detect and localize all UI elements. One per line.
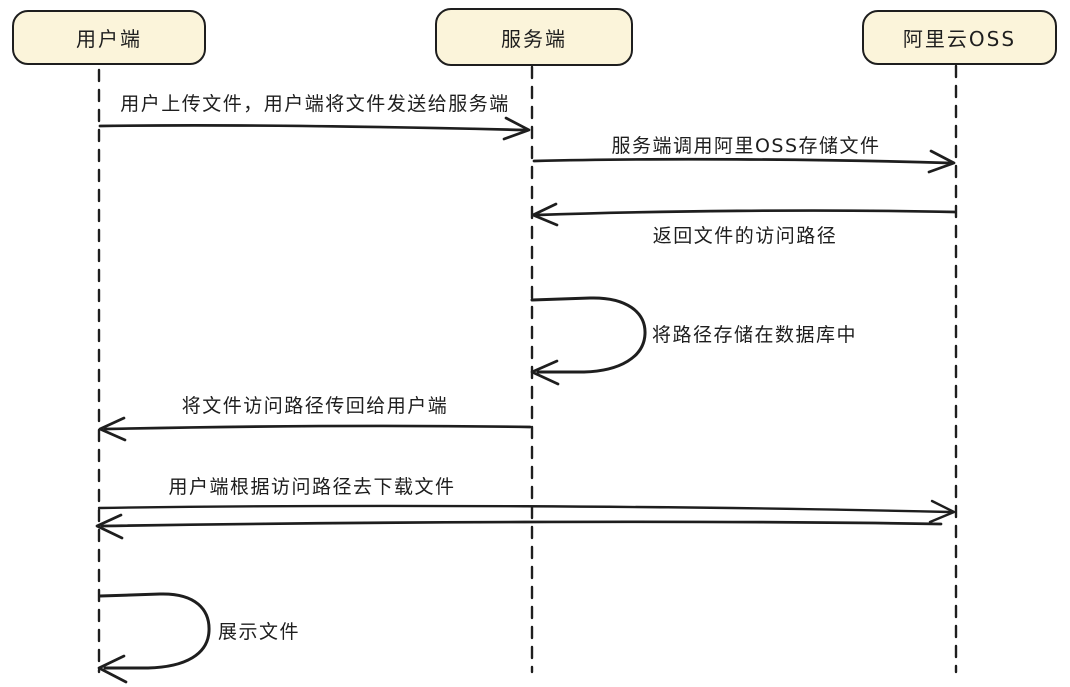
actor-label-client: 用户端 [76, 27, 142, 51]
actor-label-oss: 阿里云OSS [902, 27, 1017, 51]
msg1-arrowhead [502, 116, 531, 141]
actor-label-server: 服务端 [501, 26, 567, 51]
msg5-label: 将文件访问路径传回给用户端 [181, 395, 449, 417]
msg2-arrow-server-to-oss [532, 149, 956, 174]
msg4-label: 将路径存储在数据库中 [652, 324, 858, 346]
actor-box-client: 用户端 [12, 10, 206, 65]
msg2-arrowhead [927, 149, 956, 174]
msg7-label: 展示文件 [218, 621, 301, 643]
msg7-client-self-loop [97, 592, 211, 684]
msg6-response-arrowhead [95, 513, 124, 540]
msg4-server-self-loop [530, 296, 647, 386]
msg6-request-arrowhead [928, 499, 956, 524]
msg2-label: 服务端调用阿里OSS存储文件 [611, 135, 881, 157]
msg1-label: 用户上传文件，用户端将文件发送给服务端 [120, 93, 510, 115]
msg3-label: 返回文件的访问路径 [652, 225, 838, 247]
msg5-arrowhead [98, 416, 127, 442]
msg6-response-arrow-oss-to-client [95, 513, 943, 540]
actor-box-server: 服务端 [435, 8, 633, 66]
msg6-label: 用户端根据访问路径去下载文件 [168, 476, 456, 498]
msg3-arrowhead [531, 202, 559, 227]
actor-box-oss: 阿里云OSS [862, 10, 1057, 65]
msg4-arrowhead [530, 359, 560, 386]
msg3-arrow-oss-to-server [531, 202, 957, 227]
msg5-arrow-server-to-client [98, 416, 532, 442]
msg6-request-arrow-client-to-oss [97, 499, 956, 524]
msg7-arrowhead [97, 654, 128, 684]
msg1-arrow-client-to-server [98, 116, 531, 141]
